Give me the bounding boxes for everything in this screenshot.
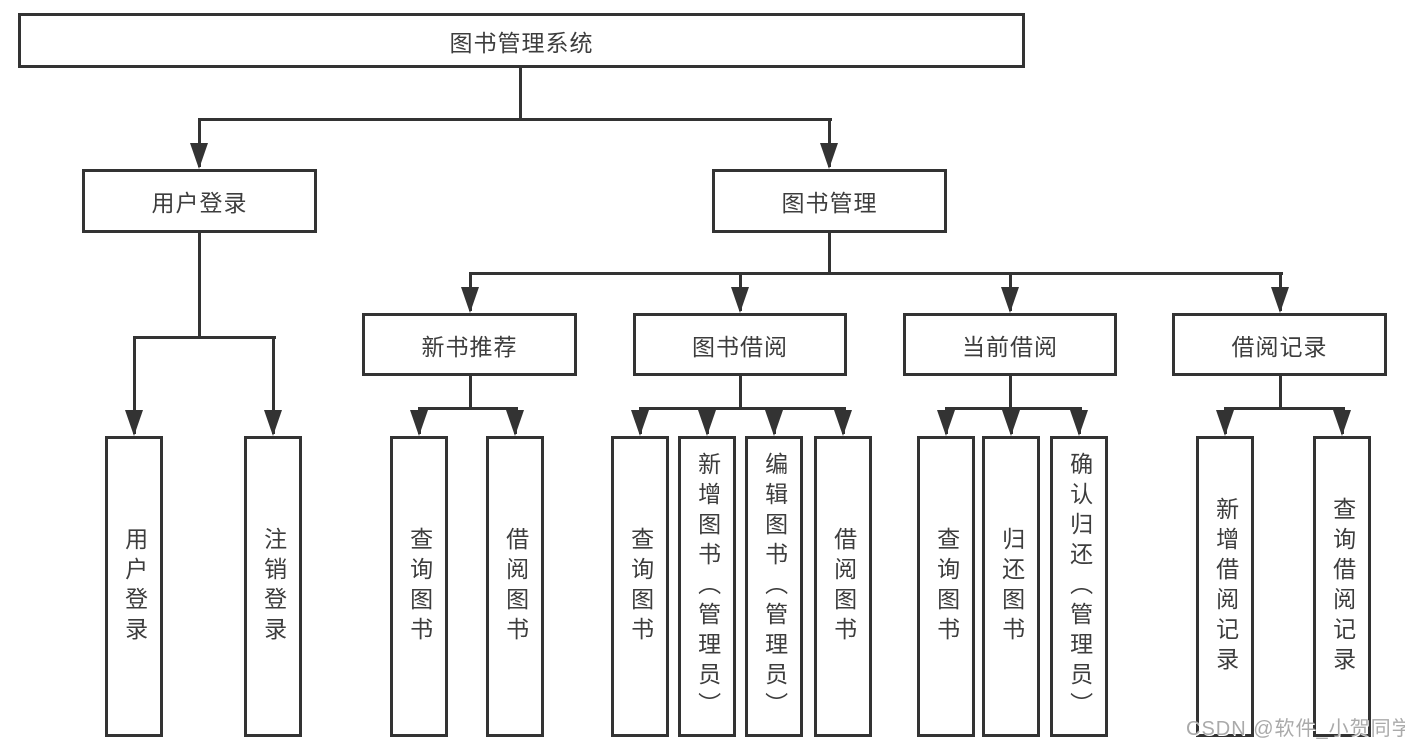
connector-level2-horizontal <box>199 118 832 121</box>
arrow-down-icon <box>937 407 955 436</box>
arrow-down-icon <box>1070 407 1088 436</box>
connector-borrow-records-horizontal <box>1225 407 1345 410</box>
connector-user-login-horizontal <box>134 336 276 339</box>
node-new-book-recommendation: 新书推荐 <box>362 313 577 376</box>
connector-current-borrow-vertical <box>1009 376 1012 409</box>
leaf-add-books-admin: 新增图书（管理员） <box>678 436 736 737</box>
connector-new-book-vertical <box>469 376 472 409</box>
connector-root-vertical <box>519 68 522 118</box>
leaf-query-books: 查询图书 <box>390 436 448 737</box>
arrow-down-icon <box>731 272 749 313</box>
connector-current-borrow-horizontal <box>946 407 1082 410</box>
arrow-down-icon <box>125 336 143 436</box>
leaf-edit-books-admin: 编辑图书（管理员） <box>745 436 803 737</box>
arrow-down-icon <box>264 336 282 436</box>
arrow-down-icon <box>1271 272 1289 313</box>
csdn-watermark: CSDN @软件_小贺同学 <box>1186 718 1405 740</box>
arrow-down-icon <box>1216 407 1234 436</box>
arrow-down-icon <box>1001 272 1019 313</box>
node-user-login: 用户登录 <box>82 169 317 233</box>
node-current-borrowing: 当前借阅 <box>903 313 1117 376</box>
arrow-down-icon <box>631 407 649 436</box>
node-library-management-system: 图书管理系统 <box>18 13 1025 68</box>
arrow-down-icon <box>1002 407 1020 436</box>
arrow-down-icon <box>506 407 524 436</box>
arrow-down-icon <box>461 272 479 313</box>
arrow-down-icon <box>765 407 783 436</box>
node-borrowing-records: 借阅记录 <box>1172 313 1387 376</box>
leaf-query-books: 查询图书 <box>611 436 669 737</box>
connector-user-login-vertical <box>198 233 201 338</box>
node-book-management: 图书管理 <box>712 169 947 233</box>
connector-book-borrow-vertical <box>739 376 742 409</box>
connector-book-management-vertical <box>828 233 831 275</box>
node-book-borrowing: 图书借阅 <box>633 313 847 376</box>
arrow-down-icon <box>820 118 838 169</box>
arrow-down-icon <box>698 407 716 436</box>
leaf-user-login: 用户登录 <box>105 436 163 737</box>
leaf-query-borrow-record: 查询借阅记录 <box>1313 436 1371 737</box>
arrow-down-icon <box>834 407 852 436</box>
leaf-logout: 注销登录 <box>244 436 302 737</box>
leaf-add-borrow-record: 新增借阅记录 <box>1196 436 1254 737</box>
leaf-return-books: 归还图书 <box>982 436 1040 737</box>
connector-new-book-horizontal <box>419 407 518 410</box>
connector-book-borrow-horizontal <box>640 407 846 410</box>
leaf-borrow-books: 借阅图书 <box>486 436 544 737</box>
leaf-borrow-books: 借阅图书 <box>814 436 872 737</box>
leaf-confirm-return-admin: 确认归还（管理员） <box>1050 436 1108 737</box>
leaf-query-books: 查询图书 <box>917 436 975 737</box>
arrow-down-icon <box>190 118 208 169</box>
connector-borrow-records-vertical <box>1279 376 1282 409</box>
arrow-down-icon <box>410 407 428 436</box>
connector-level3-horizontal <box>470 272 1283 275</box>
arrow-down-icon <box>1333 407 1351 436</box>
